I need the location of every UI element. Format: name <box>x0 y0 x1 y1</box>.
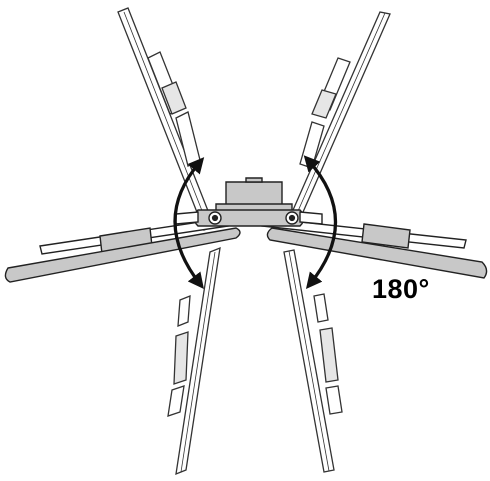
wall-mount-bracket <box>175 177 323 227</box>
tv-panel-right-upper <box>285 11 391 229</box>
tv-panel-left-upper <box>117 7 215 231</box>
tv-panel-left-flat <box>4 217 241 283</box>
rotation-angle-label: 180° <box>372 274 430 304</box>
tv-panel-right-lower <box>283 249 343 473</box>
rotation-arrow-icon <box>173 157 205 290</box>
tv-panel-left-lower <box>167 246 221 476</box>
rotation-arrow-icon <box>303 155 338 289</box>
